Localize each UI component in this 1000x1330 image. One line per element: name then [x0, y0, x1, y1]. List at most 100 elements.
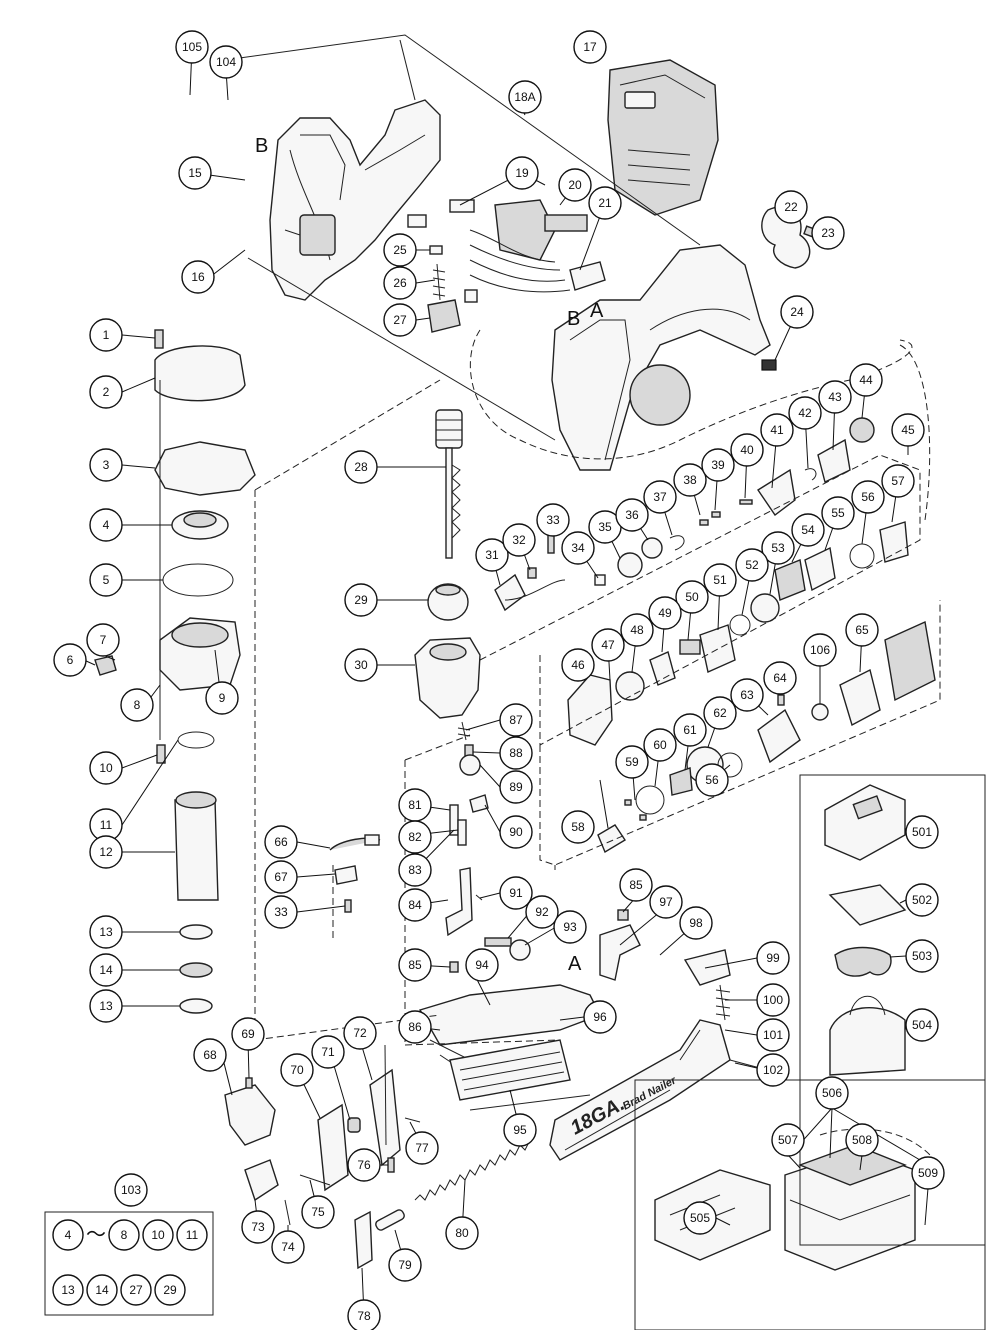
callout-78: 82	[398, 820, 432, 854]
callout-23: 9	[205, 681, 239, 715]
callout-56: 49	[648, 596, 682, 630]
callout-11: 25	[383, 233, 417, 267]
callout-58: 47	[591, 628, 625, 662]
callout-64: 62	[703, 696, 737, 730]
callout-82: 92	[525, 895, 559, 929]
svg-text:26: 26	[393, 276, 407, 290]
svg-text:81: 81	[408, 798, 422, 812]
nose-assembly	[224, 1044, 531, 1270]
callout-60: 65	[845, 613, 879, 647]
callout-77: 81	[398, 788, 432, 822]
callout-115: 506	[815, 1076, 849, 1110]
svg-text:53: 53	[771, 541, 785, 555]
callout-118: 509	[911, 1156, 945, 1190]
svg-text:507: 507	[778, 1133, 798, 1147]
switch-27	[427, 299, 461, 333]
callout-113: 504	[905, 1008, 939, 1042]
callout-116: 507	[771, 1123, 805, 1157]
callout-4: 15	[178, 156, 212, 190]
svg-text:2: 2	[103, 385, 110, 399]
part-24	[761, 359, 777, 371]
callout-80: 84	[398, 888, 432, 922]
callout-19: 5	[89, 563, 123, 597]
callout-30: 28	[344, 450, 378, 484]
svg-text:24: 24	[790, 305, 804, 319]
svg-text:17: 17	[583, 40, 597, 54]
callout-39: 37	[643, 480, 677, 514]
kit-item-3: 11	[176, 1219, 208, 1251]
callout-96: 68	[193, 1038, 227, 1072]
svg-text:99: 99	[766, 951, 780, 965]
driver-assembly	[414, 409, 481, 719]
svg-text:103: 103	[121, 1183, 141, 1197]
svg-text:23: 23	[821, 226, 835, 240]
callout-86: 86	[398, 1010, 432, 1044]
callout-107: 79	[388, 1248, 422, 1282]
callout-109: 103	[114, 1173, 148, 1207]
svg-text:13: 13	[99, 925, 113, 939]
svg-text:57: 57	[891, 474, 905, 488]
svg-text:87: 87	[509, 713, 523, 727]
svg-text:508: 508	[852, 1133, 872, 1147]
svg-text:101: 101	[763, 1028, 783, 1042]
callout-94: 101	[756, 1018, 790, 1052]
ref-letter-a-2: A	[568, 953, 582, 975]
callout-66: 60	[643, 728, 677, 762]
kit-item-2: 10	[142, 1219, 174, 1251]
callout-79: 83	[398, 853, 432, 887]
svg-text:10: 10	[99, 761, 113, 775]
motor-rotor	[597, 620, 936, 854]
svg-text:48: 48	[630, 623, 644, 637]
svg-text:77: 77	[415, 1141, 429, 1155]
svg-text:33: 33	[274, 905, 288, 919]
svg-text:14: 14	[95, 1283, 109, 1297]
callout-45: 43	[818, 380, 852, 414]
callout-101: 73	[241, 1210, 275, 1244]
svg-text:40: 40	[740, 443, 754, 457]
svg-text:63: 63	[740, 688, 754, 702]
spring-26	[432, 263, 446, 301]
kit-item-5: 14	[86, 1274, 118, 1306]
kit-item-1: 8	[108, 1219, 140, 1251]
callout-41: 39	[701, 448, 735, 482]
svg-text:68: 68	[203, 1048, 217, 1062]
callout-85: 94	[465, 948, 499, 982]
svg-text:94: 94	[475, 958, 489, 972]
callout-28: 14	[89, 953, 123, 987]
ref-letter-a-1: A	[590, 300, 604, 322]
magazine-assembly: 18GA. Brad Nailer	[418, 924, 761, 1161]
kit-item-0: 4	[52, 1219, 84, 1251]
callout-52: 53	[761, 531, 795, 565]
callout-6: 20	[558, 168, 592, 202]
callout-62: 64	[763, 661, 797, 695]
svg-text:70: 70	[290, 1063, 304, 1077]
svg-text:32: 32	[512, 533, 526, 547]
svg-text:506: 506	[822, 1086, 842, 1100]
svg-text:41: 41	[770, 423, 784, 437]
callout-72: 33	[264, 895, 298, 929]
callout-65: 61	[673, 713, 707, 747]
svg-text:46: 46	[571, 658, 585, 672]
callout-5: 19	[505, 156, 539, 190]
callout-49: 56	[851, 480, 885, 514]
svg-text:4: 4	[103, 518, 110, 532]
callout-group: 105 104 17 18A 15 19 20 21 22 23 16 25 2…	[53, 30, 945, 1330]
callout-17: 3	[89, 448, 123, 482]
callout-63: 63	[730, 678, 764, 712]
callout-84: 85	[398, 948, 432, 982]
callout-36: 34	[561, 531, 595, 565]
svg-text:88: 88	[509, 746, 523, 760]
svg-text:49: 49	[658, 606, 672, 620]
svg-text:39: 39	[711, 458, 725, 472]
svg-text:59: 59	[625, 755, 639, 769]
callout-38: 36	[615, 498, 649, 532]
callout-12: 26	[383, 266, 417, 300]
svg-text:86: 86	[408, 1020, 422, 1034]
svg-text:67: 67	[274, 870, 288, 884]
svg-text:97: 97	[659, 895, 673, 909]
callout-112: 503	[905, 939, 939, 973]
accessory-group-box	[799, 774, 986, 1246]
callout-93: 100	[756, 983, 790, 1017]
svg-text:14: 14	[99, 963, 113, 977]
svg-text:62: 62	[713, 706, 727, 720]
